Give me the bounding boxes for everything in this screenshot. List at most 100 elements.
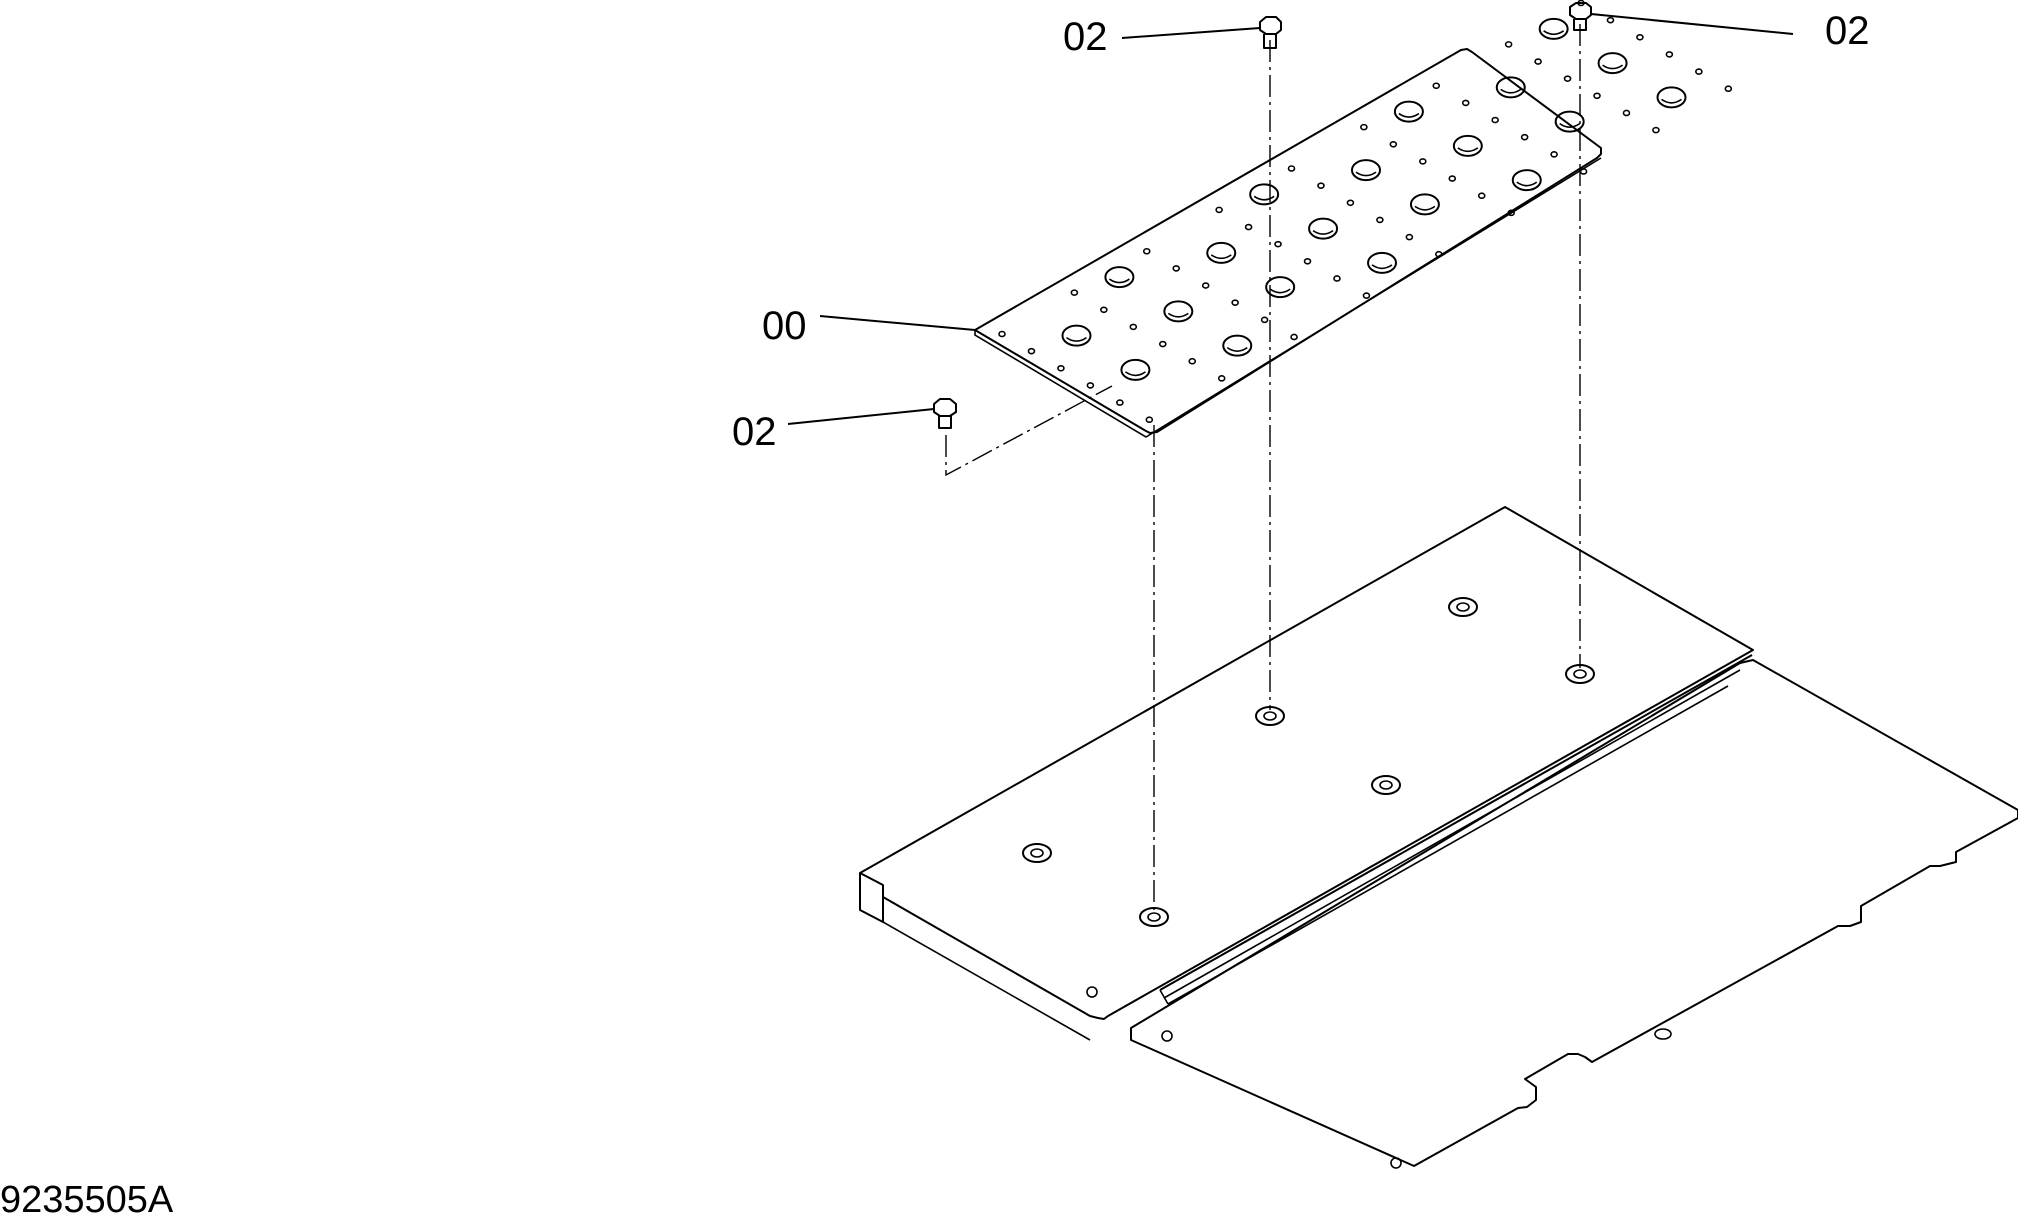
perforation-hole	[1142, 247, 1151, 255]
bolt-head	[1259, 16, 1282, 35]
callout-leader	[1121, 27, 1261, 39]
perforation-dimple	[1597, 52, 1628, 75]
perforation-hole	[1652, 126, 1660, 134]
assembly-center-lines	[945, 24, 1581, 912]
perforation-hole	[1317, 182, 1325, 189]
perforation-dimple	[1163, 300, 1194, 323]
perforation-dimple	[1554, 110, 1585, 133]
perforation-hole	[1593, 92, 1601, 100]
perforation-hole	[1389, 140, 1398, 148]
perforation-hole	[1274, 240, 1282, 248]
perforation-hole	[1491, 116, 1499, 124]
perforation-dimple	[1120, 358, 1151, 381]
perforation-hole	[1290, 333, 1298, 341]
perforation-hole	[1100, 306, 1108, 314]
callout-leader	[1590, 13, 1794, 35]
panel-hole	[1390, 1157, 1402, 1169]
perforation-hole	[1636, 33, 1644, 41]
callout-label: 02	[732, 410, 777, 454]
perforation-dimple	[1511, 169, 1542, 192]
perforation-dimple	[1409, 193, 1440, 216]
callout-bolt-left: 02	[732, 408, 935, 454]
perforation-hole	[1520, 133, 1529, 141]
perforation-hole	[1534, 58, 1542, 65]
perforation-hole	[1346, 199, 1355, 207]
perforation-dimple	[1206, 241, 1237, 264]
step-plate-perforations	[998, 0, 1733, 424]
perforation-hole	[1695, 68, 1703, 75]
perforation-hole	[1550, 151, 1558, 158]
perforation-hole	[1362, 292, 1371, 299]
perforation-hole	[1376, 216, 1384, 224]
callout-label: 00	[762, 304, 807, 348]
perforation-dimple	[1222, 334, 1253, 357]
perforation-hole	[1231, 299, 1239, 306]
weld-nuts	[1022, 597, 1595, 927]
perforation-hole	[1244, 223, 1253, 231]
bolt-shank	[938, 416, 952, 429]
drawing-number: 9235505A	[0, 1179, 174, 1215]
panel-hole	[1086, 986, 1098, 998]
weld-nut	[1371, 775, 1401, 795]
floor-panel-left	[859, 506, 1754, 1041]
hinge-edge-1	[1159, 654, 1753, 991]
callout-bolt-top-left: 02	[1063, 15, 1261, 59]
perforation-hole	[1260, 316, 1269, 324]
panel-hinge-strip	[1159, 654, 1753, 1005]
weld-nut	[1139, 907, 1169, 927]
perforation-hole	[1188, 357, 1197, 365]
perforation-hole	[1158, 340, 1167, 348]
perforation-hole	[1057, 364, 1065, 372]
perforated-step-plate	[974, 0, 1733, 438]
perforation-hole	[1217, 375, 1226, 382]
perforation-hole	[1215, 206, 1223, 214]
hinge-end	[1159, 989, 1169, 1005]
perforation-hole	[1579, 168, 1588, 175]
perforation-dimple	[1249, 183, 1280, 206]
perforation-hole	[1287, 165, 1296, 172]
perforation-dimple	[1452, 134, 1483, 157]
perforation-dimple	[1656, 86, 1687, 109]
hinge-edge-2	[1163, 669, 1741, 999]
perforation-hole	[1504, 41, 1513, 48]
perforation-hole	[1461, 99, 1470, 107]
perforation-hole	[1333, 275, 1341, 282]
floor-panel-left-outline	[859, 506, 1754, 1020]
perforation-hole	[1129, 323, 1138, 331]
perforation-hole	[1477, 192, 1486, 199]
perforation-hole	[1665, 51, 1674, 58]
perforation-hole	[1606, 16, 1615, 24]
perforation-hole	[1070, 289, 1079, 296]
bolt-shank	[1573, 19, 1587, 31]
bolt-top-left	[1259, 16, 1282, 49]
perforation-hole	[1435, 250, 1443, 258]
perforation-dimple	[1308, 217, 1339, 240]
perforation-dimple	[1393, 100, 1424, 123]
panel-hole	[1161, 1030, 1173, 1042]
callout-label: 02	[1825, 9, 1870, 53]
perforation-hole	[1360, 123, 1368, 131]
perforation-hole	[1201, 282, 1210, 289]
perforation-hole	[1419, 158, 1427, 165]
callout-label: 02	[1063, 15, 1108, 59]
perforation-dimple	[1265, 276, 1296, 299]
perforation-hole	[1622, 109, 1631, 117]
bolt-shank	[1263, 34, 1277, 49]
bolt-left	[933, 398, 957, 429]
center-line-left-bolt	[945, 385, 1113, 477]
perforation-dimple	[1061, 324, 1092, 347]
weld-nut	[1022, 843, 1052, 863]
callout-plate: 00	[762, 304, 976, 348]
perforation-hole	[1086, 382, 1095, 389]
panel-slot	[1654, 1028, 1672, 1040]
perforation-hole	[1448, 175, 1457, 182]
perforation-hole	[1405, 233, 1414, 241]
perforation-hole	[1507, 209, 1515, 217]
perforation-dimple	[1367, 251, 1398, 274]
perforation-hole	[998, 330, 1006, 338]
perforation-hole	[1432, 82, 1441, 90]
floor-panel-right-outline	[1130, 659, 2018, 1167]
perforation-hole	[1724, 85, 1733, 93]
